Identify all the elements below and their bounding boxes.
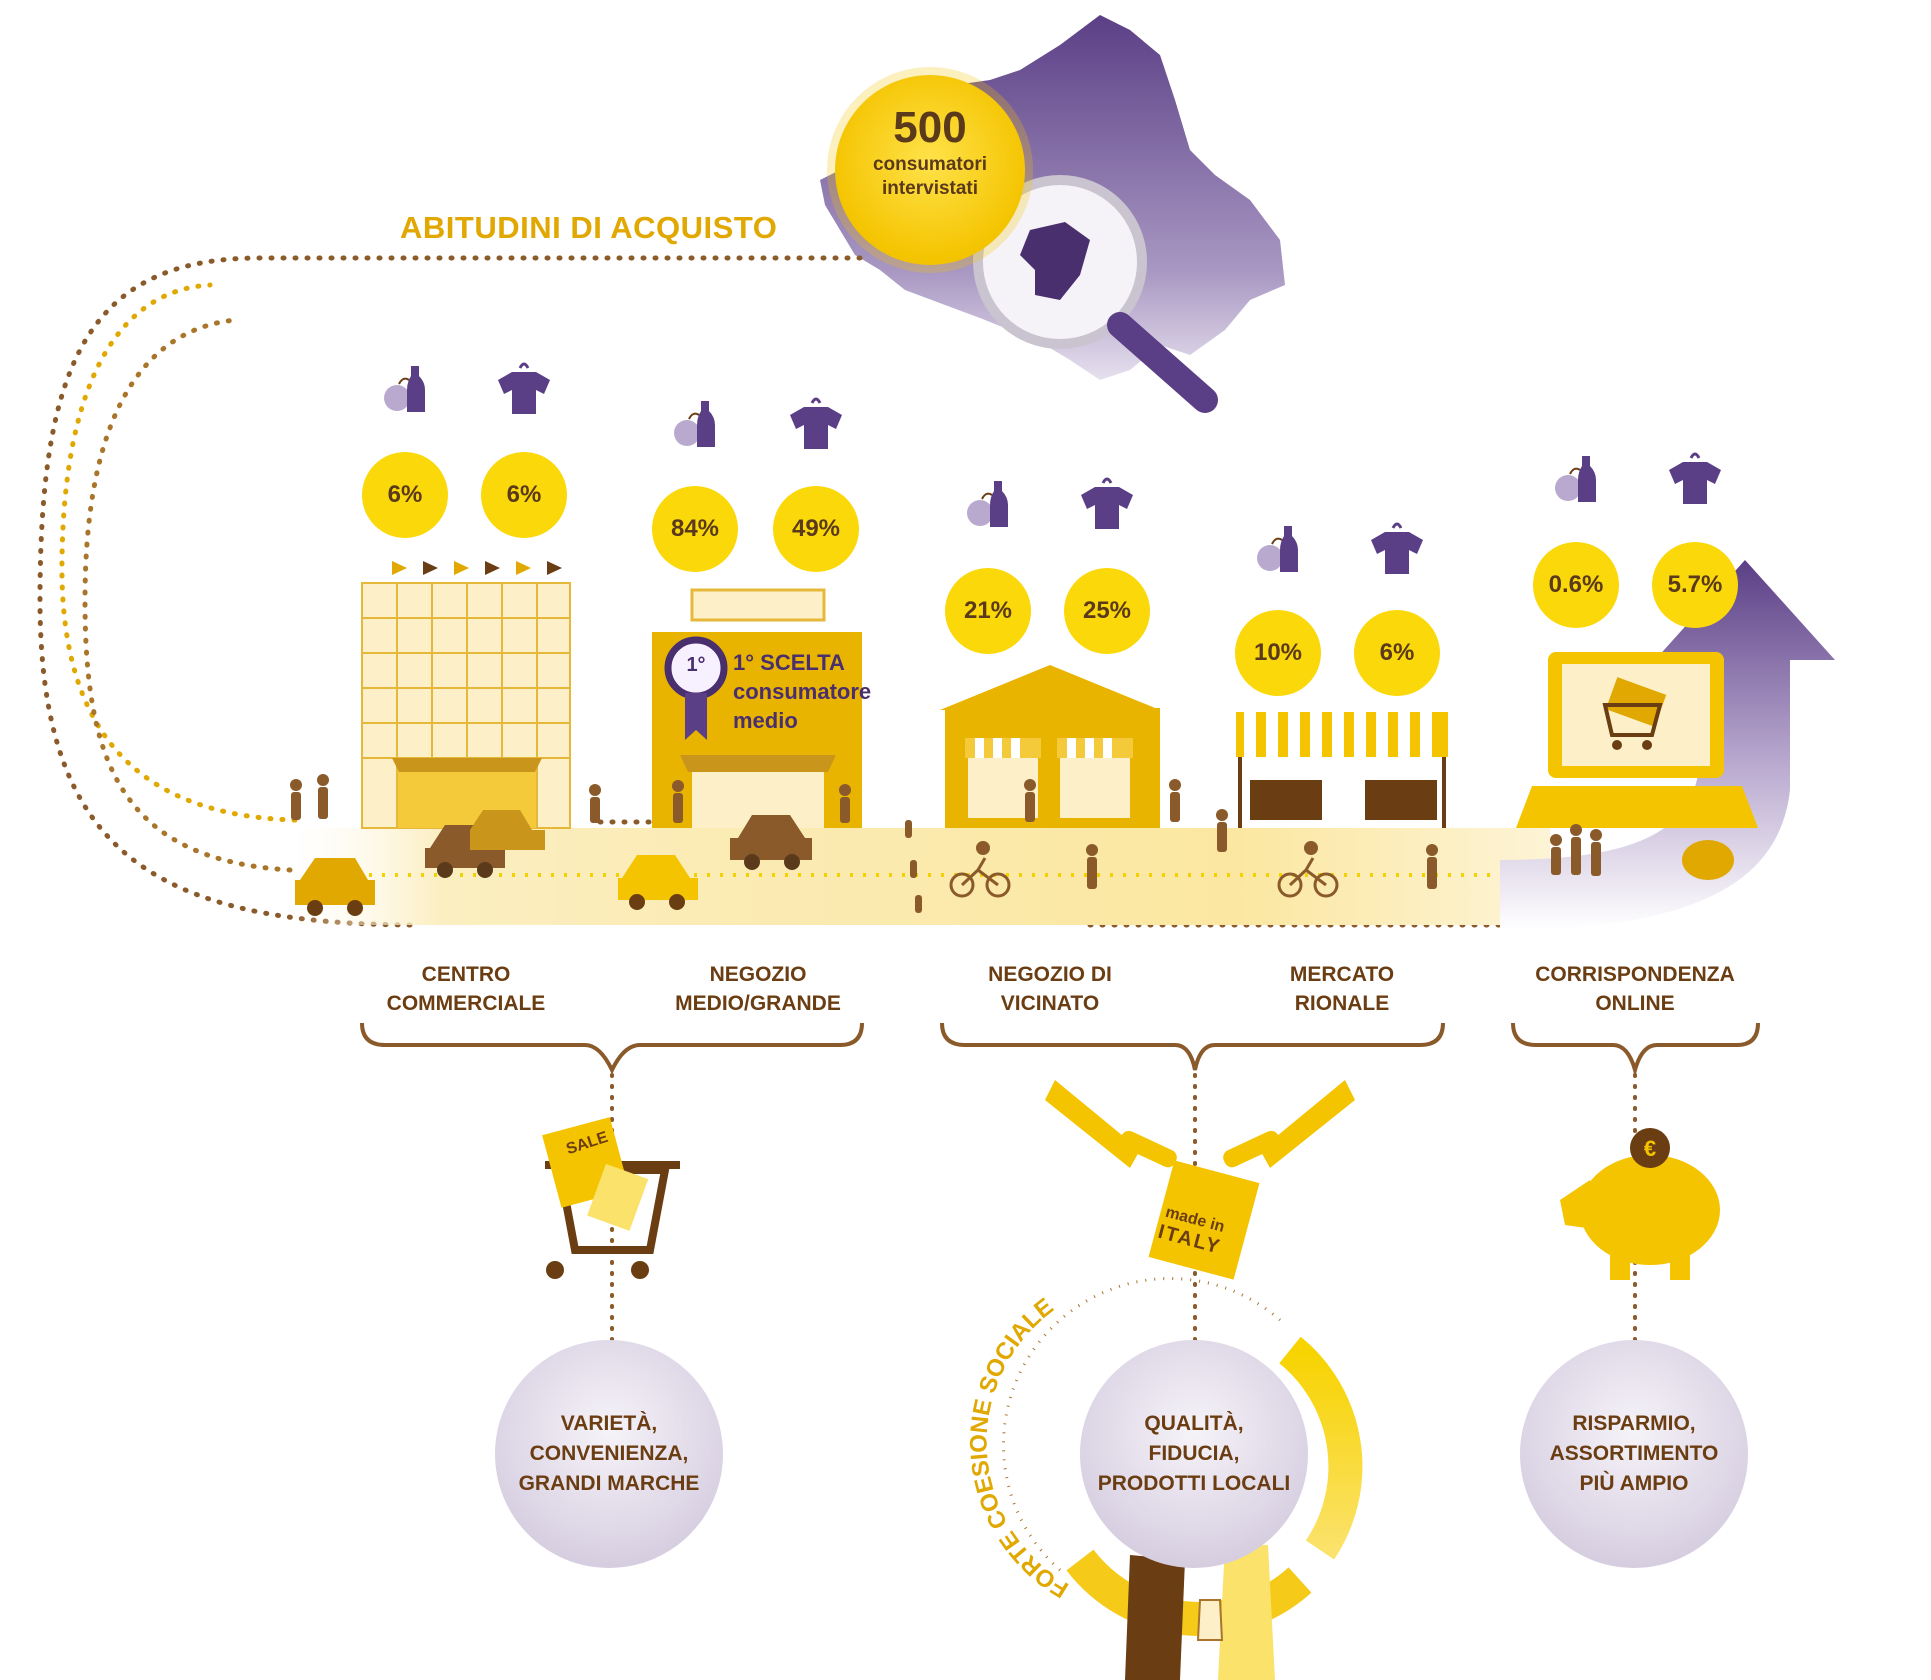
pct-online-clothing: 5.7%	[1652, 542, 1738, 628]
first-choice-badge-number: 1°	[686, 654, 706, 676]
label-line: MEDIO/GRANDE	[675, 992, 841, 1015]
neighborhood-shop	[940, 665, 1160, 828]
label-line: RIONALE	[1294, 992, 1390, 1015]
pct-negozio-grande-clothing: 49%	[773, 486, 859, 572]
benefit-bubble-local-stores: QUALITÀ, FIDUCIA, PRODOTTI LOCALI	[1080, 1340, 1308, 1568]
pedestrians	[290, 774, 1602, 889]
pct-mercato-clothing: 6%	[1354, 610, 1440, 696]
bollards	[905, 820, 922, 913]
pct-vicinato-clothing: 25%	[1064, 568, 1150, 654]
mall-building	[361, 561, 571, 829]
benefit-line: CONVENIENZA,	[529, 1442, 689, 1465]
category-braces	[360, 1022, 1760, 1078]
benefit-line: PRODOTTI LOCALI	[1097, 1472, 1291, 1495]
label-line: CENTRO	[421, 963, 511, 986]
label-line: ONLINE	[1595, 992, 1675, 1015]
laptop	[1516, 652, 1758, 880]
label-line: CORRISPONDENZA	[1535, 963, 1735, 986]
pct-online-food: 0.6%	[1533, 542, 1619, 628]
first-choice-line3: medio	[733, 708, 798, 733]
handshake-icon	[1045, 1080, 1355, 1280]
survey-number: 500	[893, 103, 967, 152]
piggy-bank-icon: €	[1560, 1128, 1720, 1280]
supermarket-building	[652, 588, 862, 828]
benefit-bubble-large-stores: VARIETÀ, CONVENIENZA, GRANDI MARCHE	[495, 1340, 723, 1568]
svg-text:FORTE COESIONE SOCIALE: FORTE COESIONE SOCIALE	[966, 1293, 1074, 1603]
magnifier-icon	[973, 175, 1218, 413]
label-line: NEGOZIO DI	[988, 963, 1112, 986]
first-choice-line2: consumatore	[733, 679, 872, 704]
label-negozio-medio-grande: NEGOZIO MEDIO/GRANDE	[658, 960, 858, 1018]
pct-centro-clothing: 6%	[481, 452, 567, 538]
label-line: COMMERCIALE	[386, 992, 546, 1015]
benefit-line: RISPARMIO,	[1572, 1412, 1696, 1435]
benefit-line: QUALITÀ,	[1144, 1412, 1244, 1435]
road	[290, 828, 1550, 925]
label-line: VICINATO	[1000, 992, 1100, 1015]
label-corrispondenza-online: CORRISPONDENZA ONLINE	[1520, 960, 1750, 1018]
benefit-line: ASSORTIMENTO	[1549, 1442, 1719, 1465]
survey-badge: 500 consumatori intervistati	[835, 75, 1025, 265]
benefit-line: VARIETÀ,	[560, 1412, 658, 1435]
label-line: MERCATO	[1289, 963, 1395, 986]
shopping-cart-icon	[542, 1117, 680, 1279]
first-choice-text: 1° SCELTA consumatore medio	[733, 648, 871, 735]
euro-coin-icon: €	[1644, 1136, 1656, 1161]
connector-lines	[610, 1073, 1637, 1387]
label-centro-commerciale: CENTRO COMMERCIALE	[366, 960, 566, 1018]
benefit-line: PIÙ AMPIO	[1579, 1472, 1689, 1495]
label-mercato-rionale: MERCATO RIONALE	[1242, 960, 1442, 1018]
pct-negozio-grande-food: 84%	[652, 486, 738, 572]
page-title: ABITUDINI DI ACQUISTO	[400, 210, 778, 245]
survey-line2: intervistati	[881, 178, 979, 199]
benefit-line: GRANDI MARCHE	[518, 1472, 700, 1495]
pct-centro-food: 6%	[362, 452, 448, 538]
benefit-bubble-online: RISPARMIO, ASSORTIMENTO PIÙ AMPIO	[1520, 1340, 1748, 1568]
bicycles	[949, 857, 1339, 898]
pct-vicinato-food: 21%	[945, 568, 1031, 654]
label-negozio-di-vicinato: NEGOZIO DI VICINATO	[950, 960, 1150, 1018]
first-choice-line1: 1° SCELTA	[733, 650, 845, 675]
growth-arrow	[1500, 560, 1835, 930]
pct-mercato-food: 10%	[1235, 610, 1321, 696]
market-stall	[1236, 712, 1448, 828]
label-line: NEGOZIO	[709, 963, 807, 986]
car	[295, 810, 812, 916]
benefit-line: FIDUCIA,	[1148, 1442, 1240, 1465]
survey-line1: consumatori	[872, 154, 988, 175]
